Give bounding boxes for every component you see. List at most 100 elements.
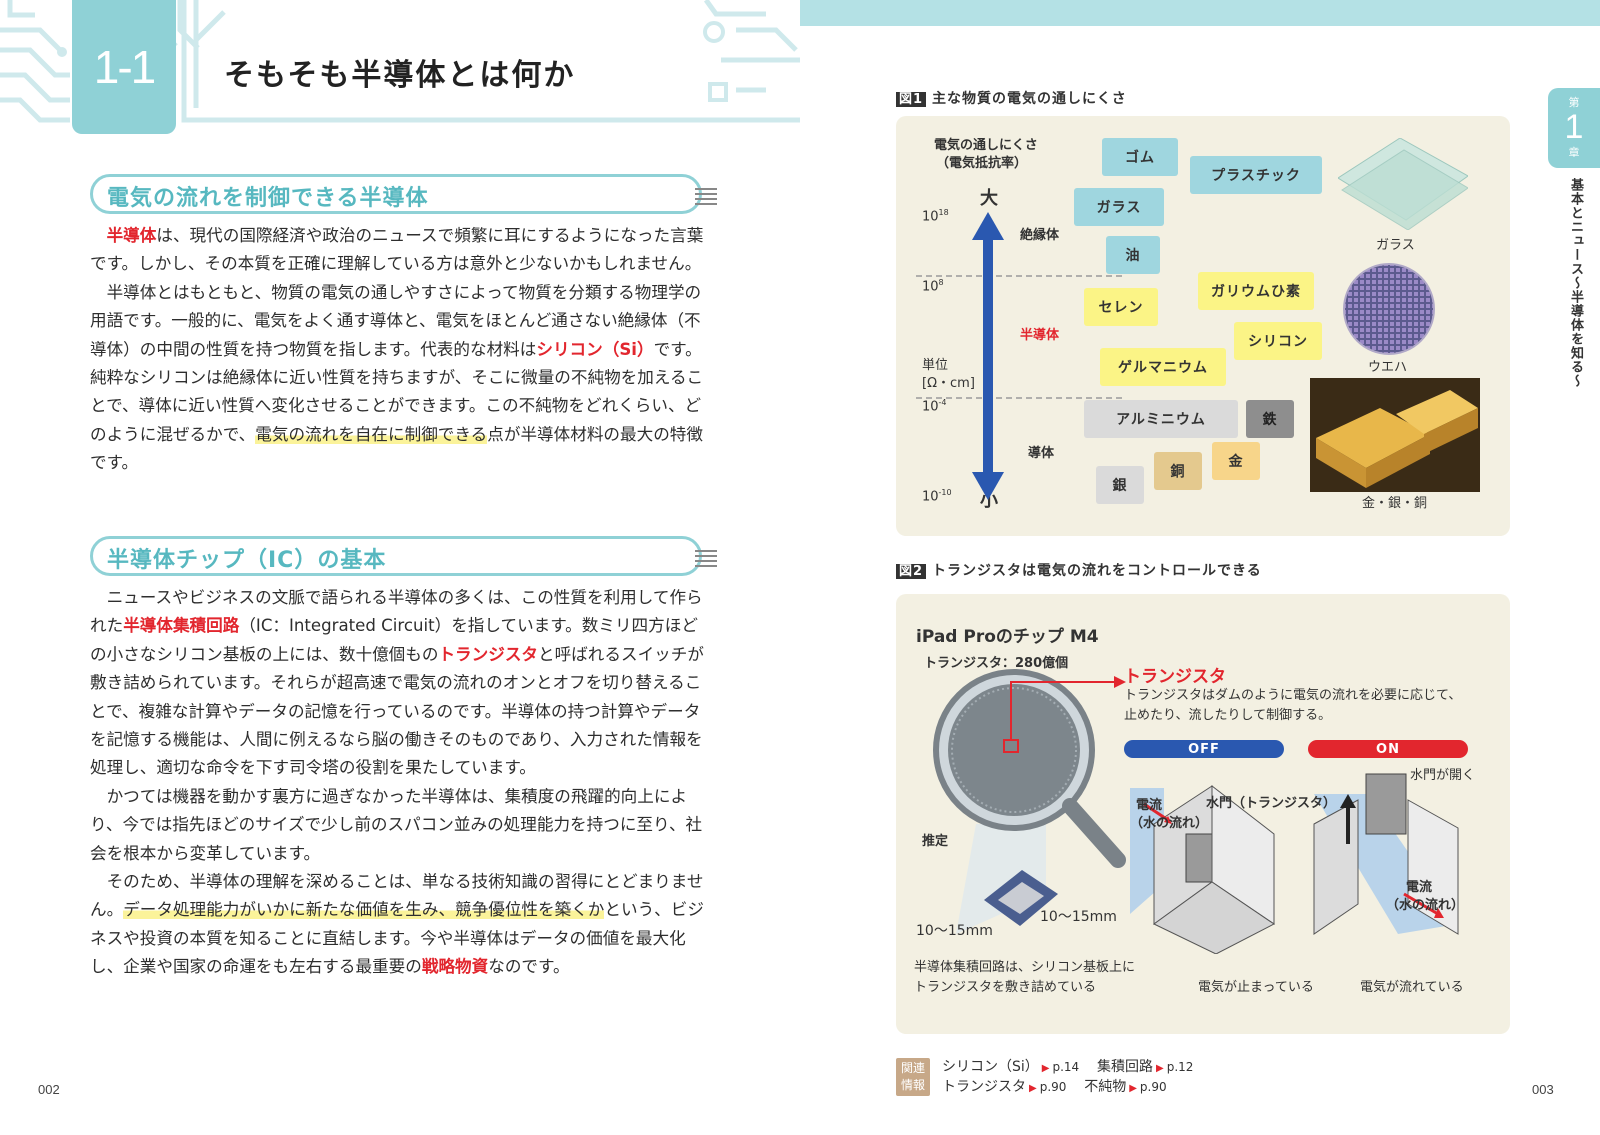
related-impurity-name: 不純物 — [1084, 1079, 1127, 1095]
material-glass: ガラス — [1074, 188, 1164, 226]
chapter-tab-num: 1 — [1564, 108, 1584, 146]
related-badge-1: 関連 — [900, 1061, 925, 1075]
body-section-1: 半導体は、現代の国際経済や政治のニュースで頻繁に耳にするようになった言葉です。し… — [90, 222, 704, 478]
transistor-title: トランジスタ — [1124, 667, 1226, 687]
material-silver: 銀 — [1096, 466, 1144, 504]
term-silicon: シリコン（Si） — [536, 339, 654, 359]
left-page: 1-1 そもそも半導体とは何か 電気の流れを制御できる半導体 半導体は、現代の国… — [0, 0, 800, 1097]
ic-note-1: 半導体集積回路は、シリコン基板上に — [914, 960, 1136, 975]
photo-label-wafer: ウエハ — [1368, 360, 1408, 375]
chapter-tab-dai: 第 — [1568, 96, 1580, 109]
gate-open-label: 水門が開く — [1410, 768, 1476, 783]
triangle-right-icon: ▶ — [1156, 1063, 1164, 1074]
related-link-impurity[interactable]: 不純物▶p.90 — [1084, 1079, 1166, 1095]
tick-3: 10-4 — [922, 398, 947, 414]
term-semiconductor: 半導体 — [106, 226, 157, 245]
dam-gate-closed-icon — [1130, 784, 1275, 954]
gold-bars-icon — [1310, 378, 1480, 492]
chapter-tab: 第 1 章 — [1548, 88, 1600, 168]
paragraph-3-text-a: ニュースやビジネスの文脈で語られる半導体の多くは、この性質を利用して作られた — [90, 588, 703, 636]
resistivity-arrow-icon — [916, 212, 1126, 500]
tick-4-base: 10 — [922, 489, 939, 505]
fig1-box: 電気の通しにくさ （電気抵抗率） 大 小 1018 108 単位 [Ω・cm] … — [896, 116, 1510, 536]
chapter-side-title: 基本とニュース～半導体を知る～ — [1568, 178, 1583, 388]
related-link-silicon[interactable]: シリコン（Si）▶p.14 — [942, 1059, 1079, 1075]
paragraph-3-text-e: と呼ばれるスイッチが敷き詰められています。それらが超高速で電気の流れのオンとオフ… — [90, 644, 704, 778]
zone-insulator: 絶縁体 — [1020, 228, 1060, 243]
term-strategic: 戦略物資 — [421, 957, 489, 977]
triangle-right-icon: ▶ — [1029, 1083, 1037, 1094]
material-selenium: セレン — [1084, 288, 1158, 326]
fig2-box: iPad Proのチップ M4 トランジスタ：280億個 推定 10～15mm … — [896, 594, 1510, 1034]
tick-1-base: 10 — [922, 209, 939, 225]
material-aluminum: アルミニウム — [1084, 400, 1238, 438]
material-gold: 金 — [1212, 442, 1260, 480]
material-rubber: ゴム — [1102, 138, 1178, 176]
estimate-label: 推定 — [922, 834, 949, 849]
paragraph-5-text-a: そのため、半導体の理解を深めることは、単なる技術知識の習得にとどまりません。 — [90, 872, 704, 920]
triangle-right-icon: ▶ — [1129, 1083, 1137, 1094]
page-number-left: 002 — [38, 1082, 60, 1097]
size-label-1: 10～15mm — [916, 923, 993, 939]
material-germanium: ゲルマニウム — [1100, 348, 1226, 386]
axis-title-2: （電気抵抗率） — [936, 156, 1028, 171]
paragraph-5: そのため、半導体の理解を深めることは、単なる技術知識の習得にとどまりません。デー… — [90, 868, 704, 982]
paragraph-2-text-e: 点が半導体材料の最大の特徴です。 — [90, 424, 703, 473]
cpu-chip-icon — [984, 870, 1058, 926]
transistor-count: トランジスタ：280億個 — [924, 656, 1069, 671]
dam-gate-open-icon — [1313, 773, 1459, 935]
related-ic-page: p.12 — [1166, 1060, 1194, 1074]
subhead-1: 電気の流れを制御できる半導体 — [90, 174, 717, 214]
body-section-2: ニュースやビジネスの文脈で語られる半導体の多くは、この性質を利用して作られた半導… — [90, 584, 704, 982]
transistor-desc-1: トランジスタはダムのように電気の流れを必要に応じて、 — [1124, 688, 1462, 703]
zone-conductor: 導体 — [1028, 446, 1055, 461]
related-link-ic[interactable]: 集積回路▶p.12 — [1097, 1059, 1193, 1075]
related-badge: 関連 情報 — [896, 1058, 930, 1096]
paragraph-2-text-a: 半導体とはもともと、物質の電気の通しやすさによって物質を分類する物理学の用語です… — [90, 282, 702, 359]
term-transistor: トランジスタ — [438, 644, 539, 664]
photo-label-metals: 金・銀・銅 — [1362, 496, 1428, 511]
related-silicon-page: p.14 — [1052, 1060, 1080, 1074]
chapter-tab-sho: 章 — [1568, 146, 1580, 159]
related-badge-2: 情報 — [900, 1078, 925, 1092]
paragraph-4: かつては機器を動かす裏方に過ぎなかった半導体は、集積度の飛躍的向上により、今では… — [90, 786, 703, 863]
tick-4-exp: -10 — [938, 488, 952, 497]
material-silicon: シリコン — [1234, 322, 1322, 360]
gate-label: 水門（トランジスタ） — [1206, 796, 1337, 811]
axis-bottom-label: 小 — [980, 490, 998, 511]
material-copper: 銅 — [1154, 452, 1202, 490]
photo-label-glass: ガラス — [1376, 238, 1415, 253]
fig1-tag: 図1 — [896, 92, 927, 107]
wafer-icon — [1343, 263, 1435, 355]
triangle-right-icon: ▶ — [1041, 1063, 1050, 1074]
paragraph-5-text-c: という、ビジネスや投資の本質を知ることに直結します。今や半導体はデータの価値を最… — [90, 900, 704, 977]
subhead-2: 半導体チップ（IC）の基本 — [90, 536, 717, 576]
paragraph-2-text-c: です。純粋なシリコンは絶縁体に近い性質を持ちますが、そこに微量の不純物を加えるこ… — [90, 339, 704, 444]
stopped-label: 電気が止まっている — [1198, 980, 1314, 995]
related-row-1: シリコン（Si）▶p.14 集積回路▶p.12 — [942, 1056, 1193, 1076]
off-label: OFF — [1124, 740, 1284, 758]
subhead-2-text: 半導体チップ（IC）の基本 — [107, 548, 387, 573]
current-label-1: 電流 — [1136, 798, 1163, 813]
ic-note-2: トランジスタを敷き詰めている — [914, 980, 1097, 995]
section-number: 1-1 — [72, 0, 176, 134]
paragraph-1: 半導体は、現代の国際経済や政治のニュースで頻繁に耳にするようになった言葉です。し… — [90, 222, 704, 279]
axis-title-1: 電気の通しにくさ — [934, 138, 1038, 153]
lines-decoration-icon — [695, 185, 717, 208]
fig2-caption-text: トランジスタは電気の流れをコントロールできる — [932, 563, 1262, 579]
highlight-control: 電気の流れを自在に制御できる — [255, 424, 488, 444]
current-label-2: 電流 — [1406, 880, 1433, 895]
lines-decoration-icon — [695, 547, 717, 570]
chip-title: iPad Proのチップ M4 — [916, 627, 1099, 647]
tick-3-exp: -4 — [938, 398, 947, 407]
paragraph-1-text: は、現代の国際経済や政治のニュースで頻繁に耳にするようになった言葉です。しかし、… — [90, 226, 704, 274]
related-link-transistor[interactable]: トランジスタ▶p.90 — [942, 1079, 1066, 1095]
paragraph-3: ニュースやビジネスの文脈で語られる半導体の多くは、この性質を利用して作られた半導… — [90, 584, 704, 783]
on-label: ON — [1308, 740, 1468, 758]
term-ic: 半導体集積回路 — [123, 616, 240, 636]
tick-2: 108 — [922, 278, 944, 294]
flowing-label: 電気が流れている — [1360, 980, 1464, 995]
transistor-desc-2: 止めたり、流したりして制御する。 — [1124, 708, 1332, 723]
